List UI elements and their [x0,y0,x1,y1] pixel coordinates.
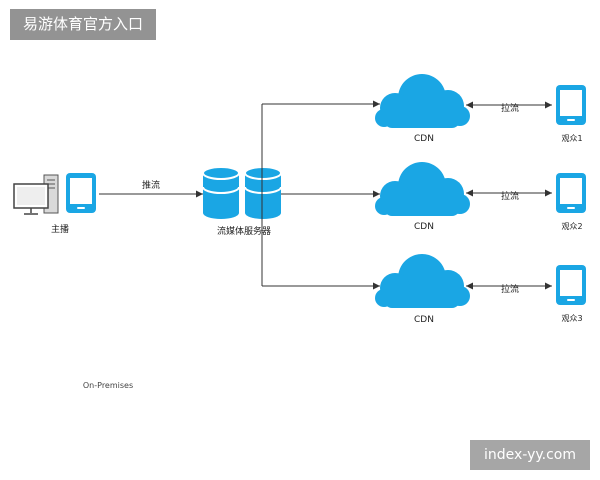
viewer-label: 观众2 [561,222,582,231]
cdn-label: CDN [414,315,434,325]
cdn-label: CDN [414,222,434,232]
cdn-cloud-icon [375,254,470,308]
cdn-cloud-icon [375,162,470,216]
pull-label: 拉流 [501,190,519,202]
viewer-phone-icon [556,265,586,305]
viewer-label: 观众1 [561,134,582,143]
on-premises-label: On-Premises [83,381,133,390]
streamer-label: 主播 [51,223,69,235]
cdn-cloud-icon [375,74,470,128]
cdn-label: CDN [414,134,434,144]
server-label: 流媒体服务器 [217,225,271,237]
viewer-label: 观众3 [561,314,582,323]
viewer-phone-icon [556,173,586,213]
server-database-icon [244,166,282,220]
site-badge: index-yy.com [470,440,590,470]
pull-label: 拉流 [501,102,519,114]
pull-label: 拉流 [501,283,519,295]
viewer-phone-icon [556,85,586,125]
server-database-icon [202,166,240,220]
streamer-phone-icon [66,173,96,213]
desktop-computer-icon [13,174,59,215]
push-label: 推流 [142,179,160,191]
title-banner: 易游体育官方入口 [10,9,156,40]
